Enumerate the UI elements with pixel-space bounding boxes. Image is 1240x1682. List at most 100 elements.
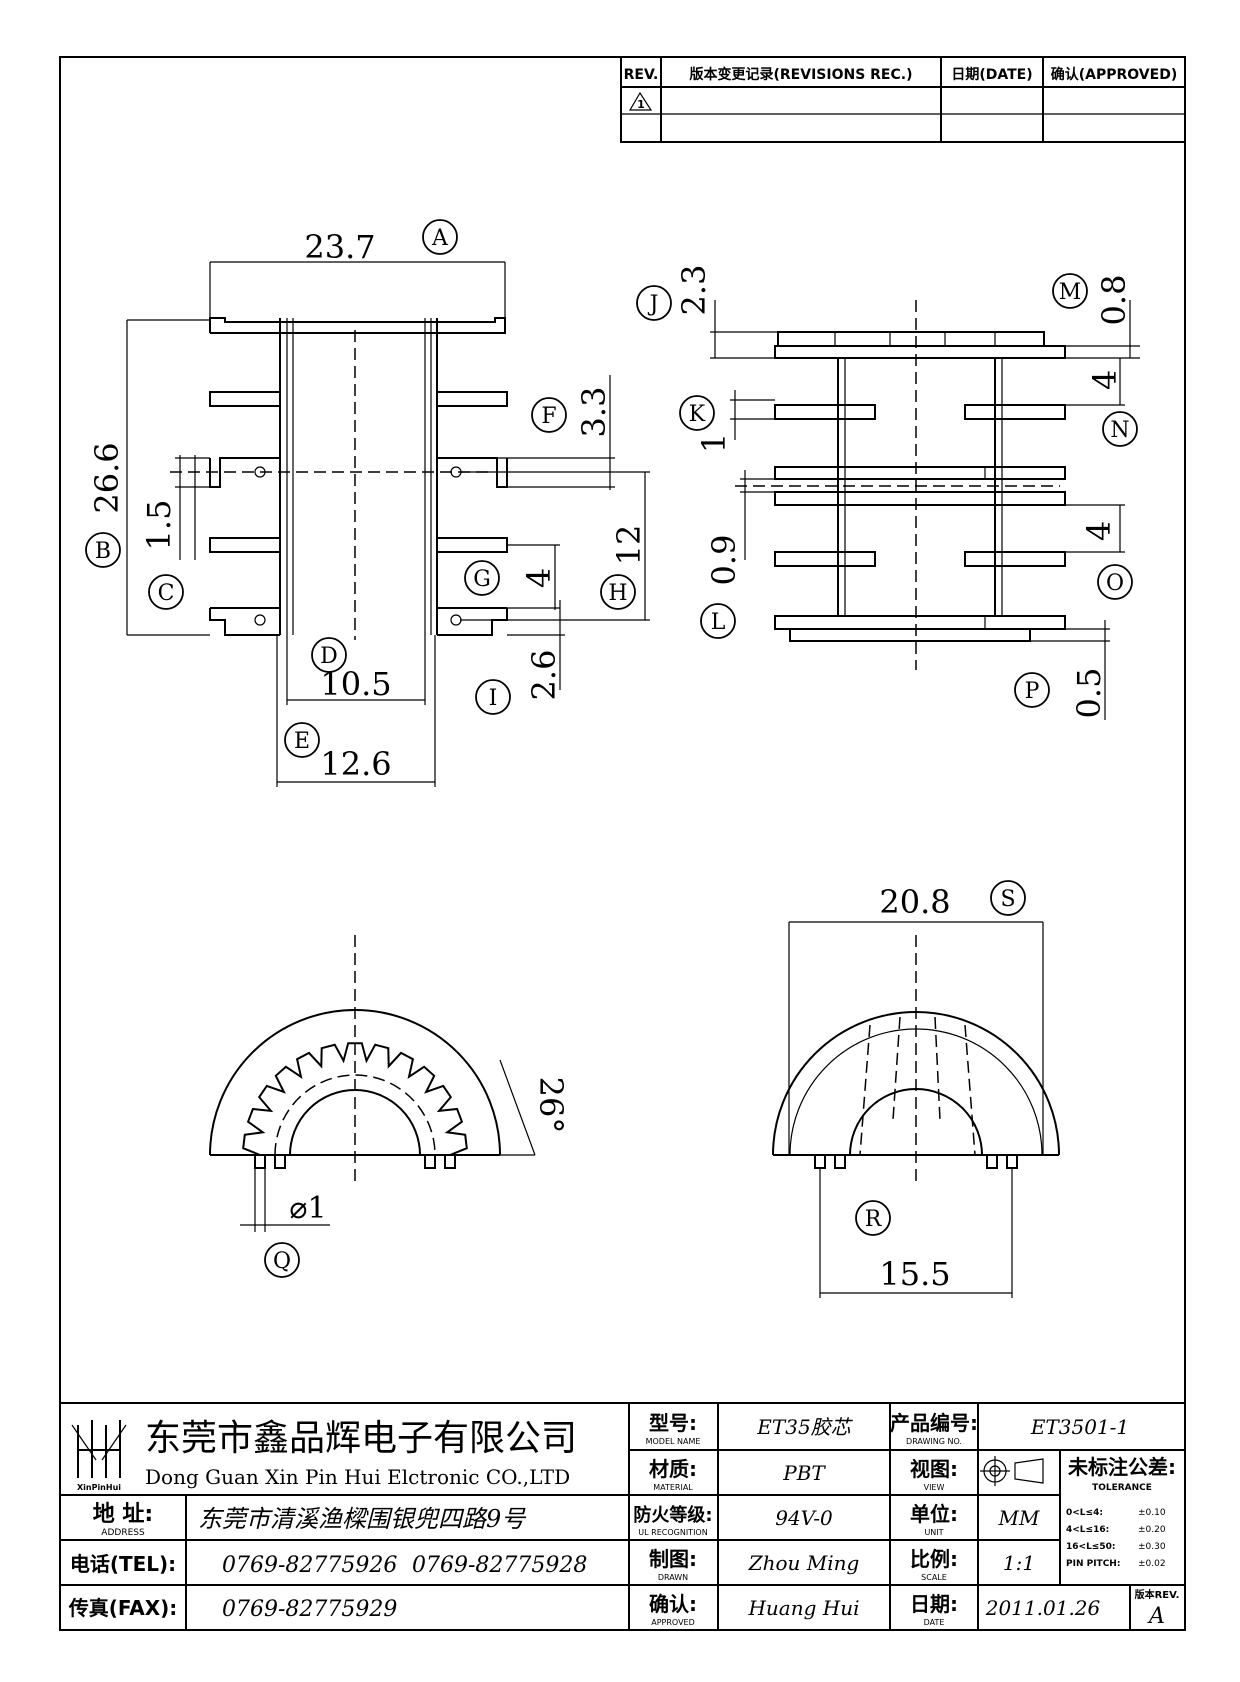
dim-q-value: ⌀1	[289, 1191, 326, 1226]
material-label-en: MATERIAL	[653, 1483, 693, 1492]
svg-text:F: F	[541, 404, 556, 429]
tolerance-range: PIN PITCH:	[1066, 1559, 1120, 1569]
tel-2: 0769-82775928	[412, 1553, 587, 1578]
svg-text:L: L	[711, 610, 726, 635]
drawing-no-label-en: DRAWING NO.	[906, 1437, 962, 1446]
tolerance-range: 16<L≤50:	[1066, 1542, 1115, 1552]
model-label-en: MODEL NAME	[646, 1437, 701, 1446]
rev-label: 版本REV.	[1135, 1588, 1180, 1601]
unit-value: MM	[998, 1506, 1040, 1530]
address-value: 东莞市清溪渔樑围银兜四路9号	[198, 1505, 527, 1533]
dim-a-value: 23.7	[304, 228, 375, 266]
drawing-border	[59, 56, 1186, 1631]
view-label-en: VIEW	[924, 1483, 945, 1492]
ul-label-en: UL RECOGNITION	[638, 1528, 707, 1537]
dim-r-marker: R	[855, 1200, 891, 1236]
scale-value: 1:1	[1003, 1551, 1035, 1575]
dim-p-value: 0.5	[1070, 668, 1108, 719]
dim-b-value: 26.6	[88, 442, 126, 513]
bottom-view-right	[772, 921, 1060, 1298]
svg-text:1: 1	[637, 98, 645, 111]
svg-text:XinPinHui: XinPinHui	[77, 1483, 121, 1492]
drawing-no-label: 产品编号:	[890, 1411, 978, 1435]
dim-l-value: 0.9	[705, 535, 743, 586]
dim-o-marker: O	[1097, 564, 1133, 600]
drawing-no-value: ET3501-1	[1030, 1415, 1129, 1439]
dim-p-marker: P	[1014, 672, 1050, 708]
company-logo: XinPinHui	[71, 1420, 127, 1492]
approved-label: 确认:	[649, 1592, 697, 1616]
tolerance-range: 0<L≤4:	[1066, 1508, 1103, 1518]
dim-a-marker: A	[422, 219, 458, 255]
tolerance-title-en: TOLERANCE	[1092, 1483, 1152, 1493]
approved-value: Huang Hui	[747, 1596, 859, 1620]
dim-g-value: 4	[520, 568, 558, 588]
dim-i-value: 2.6	[525, 650, 563, 701]
tolerance-title: 未标注公差:	[1068, 1455, 1176, 1479]
bottom-view-left	[209, 935, 536, 1232]
svg-text:K: K	[689, 402, 706, 427]
tolerance-value: ±0.10	[1138, 1508, 1166, 1518]
approved-header: 确认(APPROVED)	[1051, 66, 1177, 83]
svg-text:D: D	[320, 644, 338, 669]
dim-j-value: 2.3	[675, 265, 713, 316]
dim-l-marker: L	[700, 603, 736, 639]
model-value: ET35胶芯	[756, 1415, 853, 1439]
svg-text:A: A	[431, 226, 449, 251]
dim-k-marker: K	[679, 395, 715, 431]
svg-text:S: S	[1000, 887, 1015, 912]
dim-h-value: 12	[610, 525, 648, 566]
dim-n-value: 4	[1086, 370, 1124, 390]
material-label: 材质:	[649, 1457, 697, 1481]
front-view	[170, 317, 508, 640]
svg-text:B: B	[95, 539, 111, 564]
dim-q-marker: Q	[264, 1242, 300, 1278]
svg-text:M: M	[1059, 280, 1082, 305]
tel-label: 电话(TEL):	[70, 1552, 176, 1576]
rev-value: A	[1147, 1604, 1165, 1629]
svg-text:P: P	[1025, 679, 1040, 704]
dim-n-marker: N	[1102, 411, 1138, 447]
front-view-dimensions	[126, 261, 650, 787]
dim-c-marker: C	[148, 574, 184, 610]
svg-text:N: N	[1110, 418, 1129, 443]
dim-h-marker: H	[600, 574, 636, 610]
unit-label: 单位:	[910, 1502, 958, 1526]
revision-triangle-icon: 1	[628, 91, 653, 111]
tolerance-value: ±0.20	[1138, 1525, 1166, 1535]
tolerance-list: 0<L≤4: ±0.10 4<L≤16: ±0.20 16<L≤50: ±0.3…	[1066, 1508, 1166, 1569]
revisions-record-header: 版本变更记录(REVISIONS REC.)	[690, 66, 913, 83]
address-label: 地 址:	[93, 1502, 153, 1527]
date-value: 2011.01.26	[985, 1596, 1101, 1620]
address-label-en: ADDRESS	[101, 1528, 145, 1538]
svg-text:G: G	[473, 567, 491, 592]
ul-value: 94V-0	[775, 1506, 833, 1530]
date-label: 日期:	[910, 1592, 958, 1616]
date-label-en: DATE	[924, 1618, 945, 1627]
dim-b-marker: B	[85, 532, 121, 568]
dim-k-value: 1	[695, 433, 733, 453]
model-label: 型号:	[649, 1411, 697, 1435]
dim-f-value: 3.3	[575, 387, 613, 438]
scale-label: 比例:	[910, 1547, 958, 1571]
view-label: 视图:	[910, 1457, 958, 1481]
svg-text:I: I	[489, 686, 498, 711]
ul-label: 防火等级:	[633, 1504, 712, 1526]
dim-s-marker: S	[990, 880, 1026, 916]
drawn-label: 制图:	[649, 1547, 697, 1571]
dim-m-marker: M	[1052, 273, 1088, 309]
svg-text:O: O	[1106, 571, 1124, 596]
dim-f-marker: F	[531, 397, 567, 433]
tolerance-value: ±0.30	[1138, 1542, 1166, 1552]
scale-label-en: SCALE	[921, 1573, 947, 1582]
dim-e-value: 12.6	[320, 745, 391, 783]
dim-s-value: 20.8	[879, 883, 950, 921]
tel-1: 0769-82775926	[222, 1553, 397, 1578]
unit-label-en: UNIT	[924, 1528, 943, 1537]
tolerance-range: 4<L≤16:	[1066, 1525, 1109, 1535]
dim-angle-value: 26°	[532, 1077, 570, 1134]
side-view	[735, 300, 1066, 670]
first-angle-projection-icon	[980, 1456, 1044, 1486]
dim-c-value: 1.5	[140, 500, 178, 551]
